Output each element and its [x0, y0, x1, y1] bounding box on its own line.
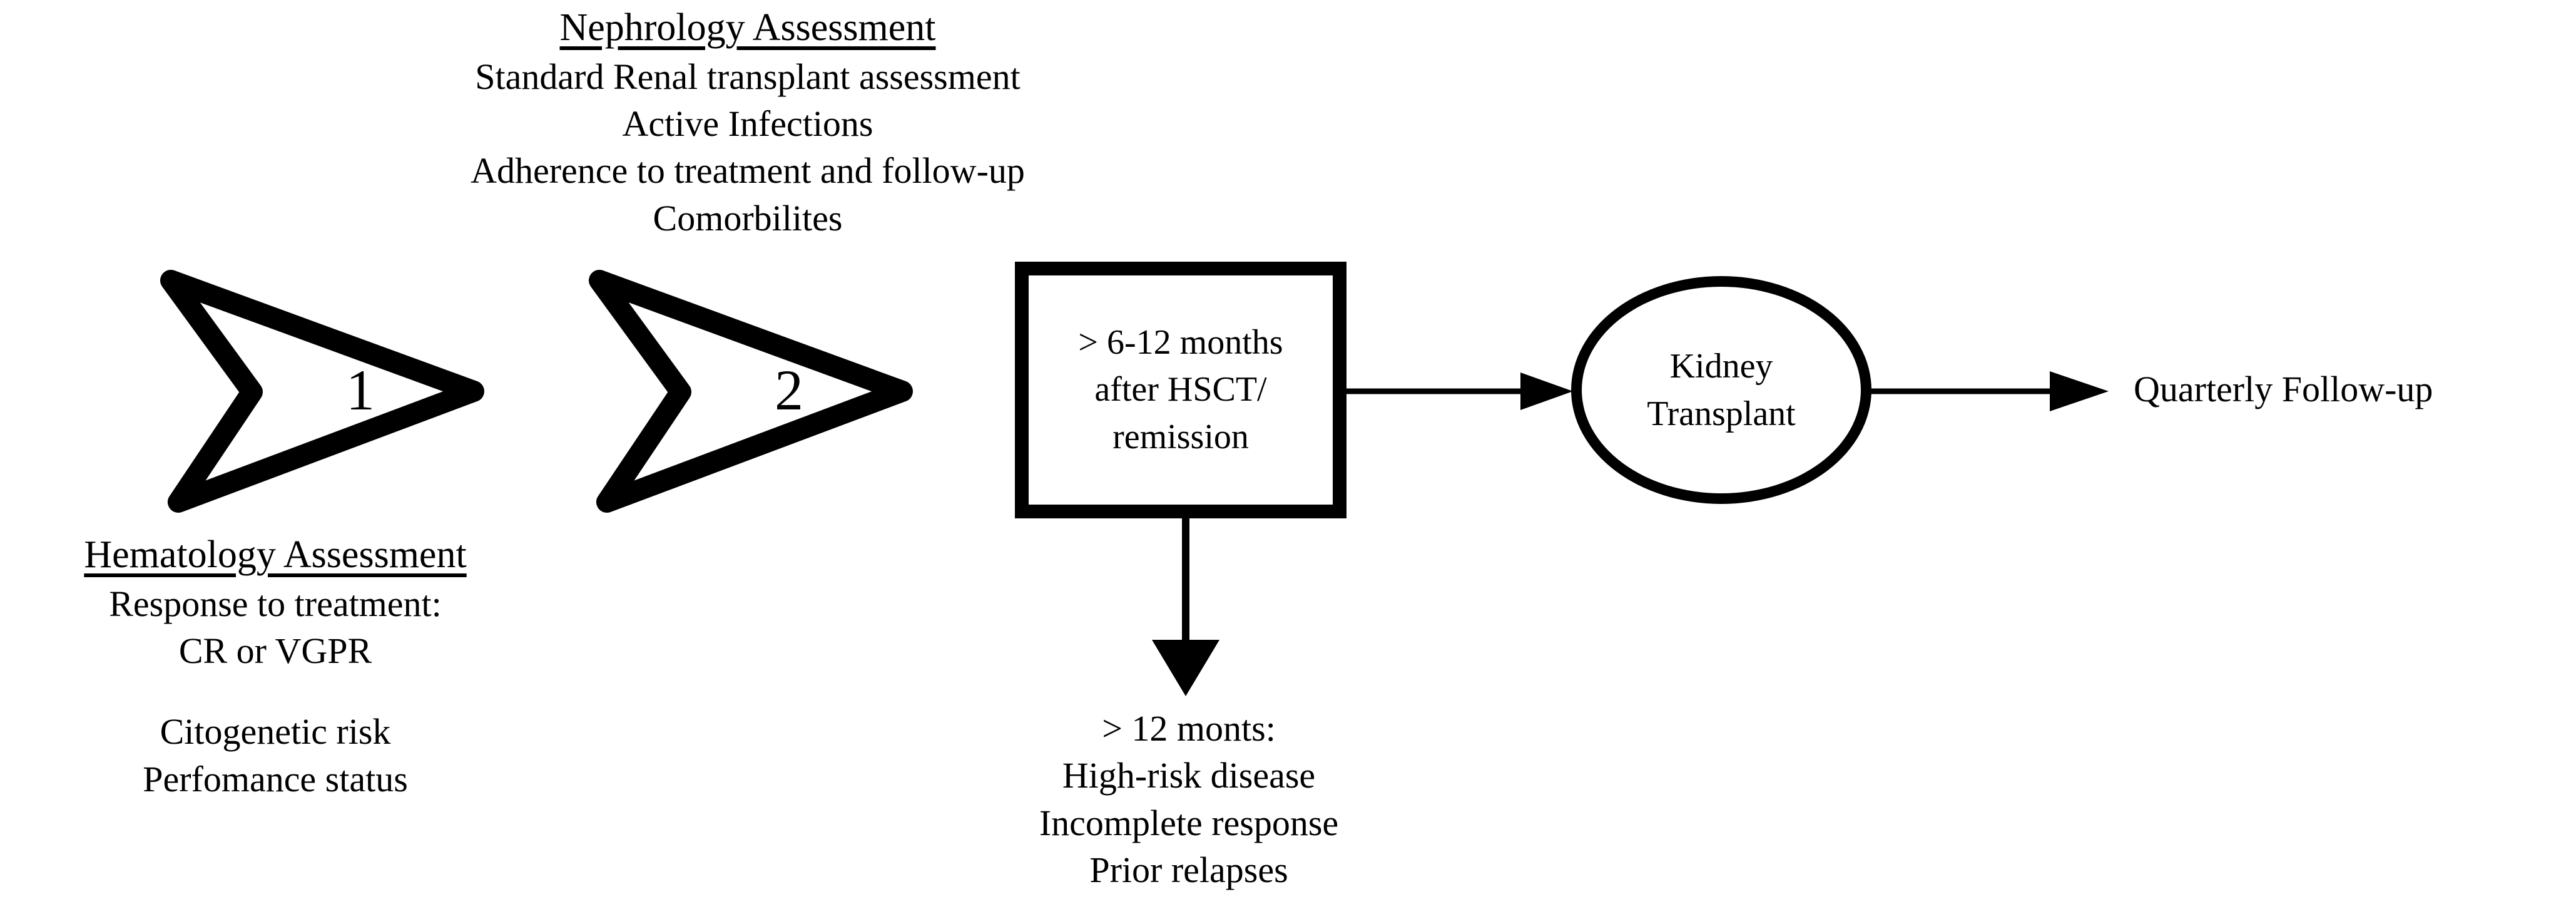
kidney-transplant-line-1: Kidney — [1669, 346, 1773, 386]
hematology-spacer — [0, 674, 651, 708]
right-arrow-icon — [1344, 372, 1573, 410]
nephrology-line-2: Active Infections — [622, 103, 873, 144]
hematology-line-3: Citogenetic risk — [160, 711, 391, 752]
hematology-assessment-group: Hematology Assessment Response to treatm… — [0, 530, 651, 803]
arrow-box-to-kidney — [1344, 366, 1582, 416]
kidney-transplant-text: Kidney Transplant — [1647, 342, 1796, 438]
chevron-arrow-icon — [160, 270, 484, 513]
nephrology-line-3: Adherence to treatment and follow-up — [471, 150, 1025, 192]
right-arrow-icon — [1868, 371, 2109, 411]
step-one-chevron: 1 — [160, 269, 485, 513]
arrow-kidney-to-followup — [1868, 366, 2119, 416]
hematology-heading: Hematology Assessment — [84, 533, 467, 576]
high-risk-criteria-group: > 12 monts: High-risk disease Incomplete… — [838, 705, 1539, 894]
kidney-transplant-line-2: Transplant — [1647, 394, 1796, 433]
timing-criteria-line-3: remission — [1112, 417, 1249, 456]
nephrology-line-4: Comorbilites — [653, 197, 843, 239]
high-risk-line-4: Prior relapses — [1089, 850, 1288, 891]
hematology-line-1: Response to treatment: — [109, 583, 442, 624]
chevron-arrow-icon — [589, 270, 913, 513]
step-two-number: 2 — [775, 358, 803, 422]
hematology-line-4: Perfomance status — [143, 758, 408, 799]
down-arrow-icon — [1152, 517, 1219, 696]
timing-criteria-text: > 6-12 months after HSCT/ remission — [1078, 319, 1283, 460]
high-risk-line-3: Incomplete response — [1039, 802, 1339, 843]
quarterly-followup-label: Quarterly Follow-up — [2134, 369, 2433, 409]
timing-criteria-box: > 6-12 months after HSCT/ remission — [1015, 262, 1347, 518]
hematology-line-2: CR or VGPR — [178, 630, 372, 671]
kidney-transplant-node: Kidney Transplant — [1571, 276, 1871, 504]
step-one-number: 1 — [346, 358, 375, 422]
nephrology-line-1: Standard Renal transplant assessment — [475, 56, 1021, 97]
timing-criteria-line-1: > 6-12 months — [1078, 323, 1283, 362]
high-risk-line-2: High-risk disease — [1062, 755, 1316, 796]
nephrology-heading: Nephrology Assessment — [559, 6, 936, 49]
nephrology-assessment-group: Nephrology Assessment Standard Renal tra… — [247, 3, 1248, 242]
high-risk-line-1: > 12 monts: — [1102, 708, 1276, 749]
timing-criteria-line-2: after HSCT/ — [1094, 370, 1267, 409]
arrow-box-downward — [1136, 517, 1236, 699]
step-two-chevron: 2 — [588, 269, 914, 513]
